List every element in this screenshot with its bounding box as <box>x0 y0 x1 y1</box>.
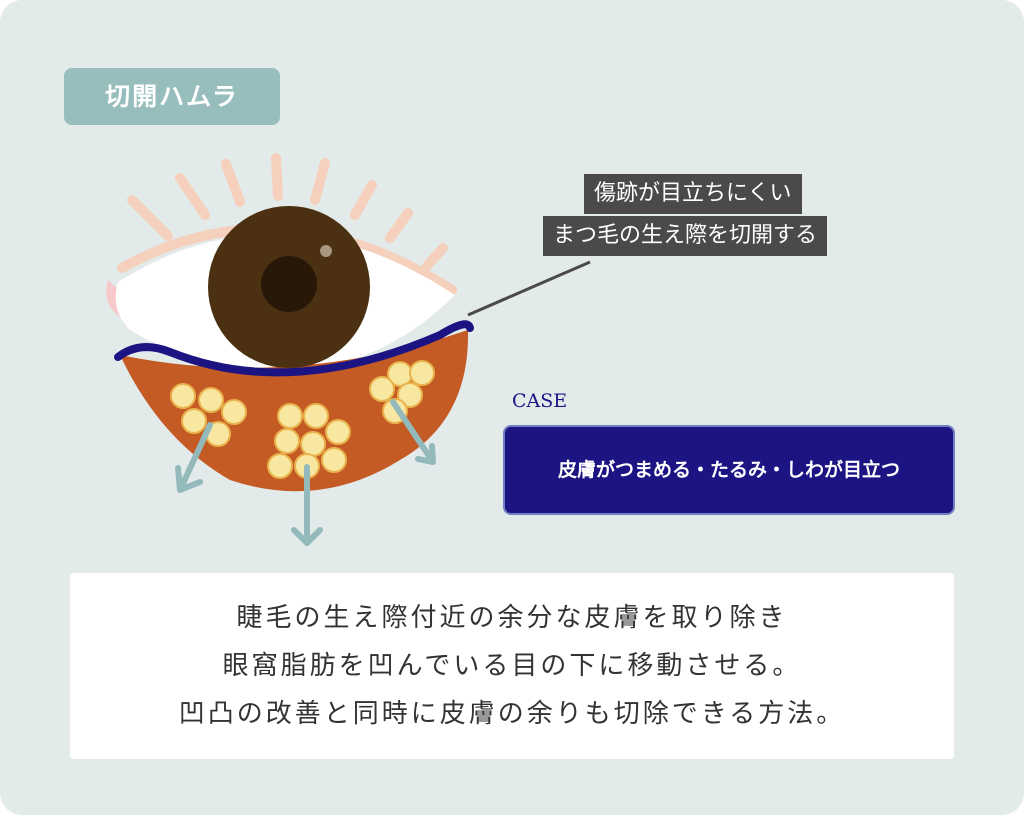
arrows <box>175 399 436 546</box>
page-title: 切開ハムラ <box>64 68 280 125</box>
incision-line <box>114 320 474 377</box>
description-line: 睫毛の生え際付近の余分な皮膚を取り除き <box>236 603 788 633</box>
arrow-right-icon <box>390 399 436 465</box>
arrow-down-icon <box>291 464 323 546</box>
description-box: 睫毛の生え際付近の余分な皮膚を取り除き 眼窩脂肪を凹んでいる目の下に移動させる。… <box>70 573 954 759</box>
case-label: CASE <box>512 390 568 412</box>
callout-line-2: まつ毛の生え際を切開する <box>543 216 828 256</box>
callout-leader <box>467 260 591 317</box>
pupil <box>261 256 317 312</box>
callout-line-1: 傷跡が目立ちにくい <box>584 174 802 214</box>
eyelashes <box>117 153 457 295</box>
fat-pads <box>170 360 435 479</box>
description-line: 眼窩脂肪を凹んでいる目の下に移動させる。 <box>222 651 802 681</box>
case-box: 皮膚がつまめる・たるみ・しわが目立つ <box>503 425 955 515</box>
highlight <box>320 245 332 257</box>
arrow-left-icon <box>175 422 213 493</box>
description-line: 凹凸の改善と同時に皮膚の余りも切除できる方法。 <box>178 699 846 729</box>
